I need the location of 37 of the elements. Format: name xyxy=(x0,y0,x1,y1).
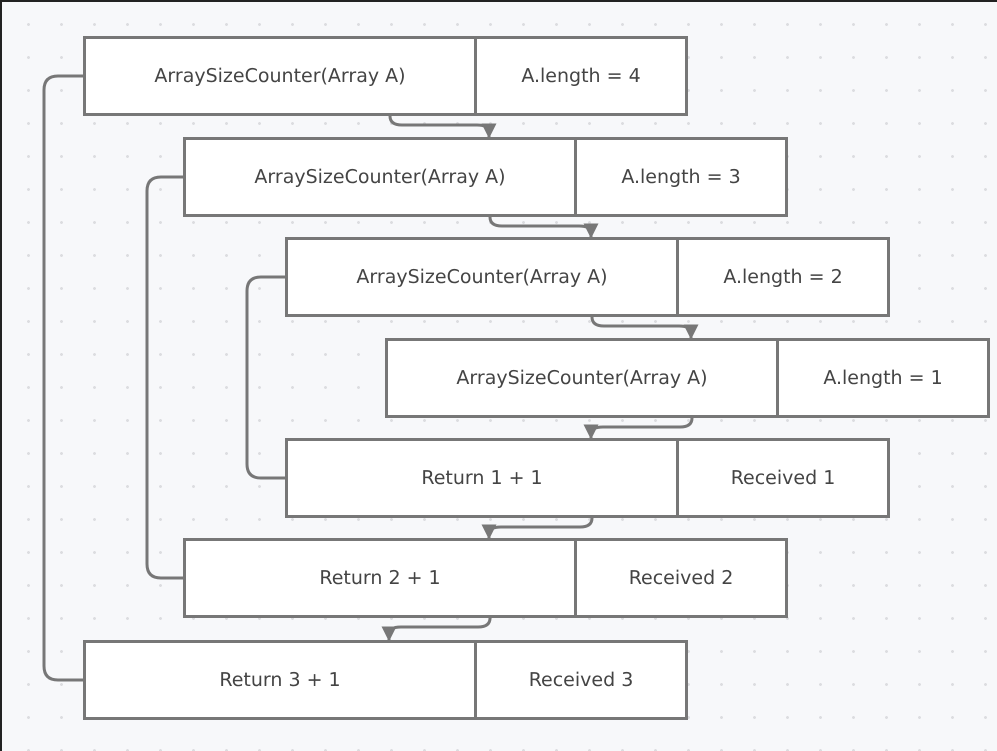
box-label: Received 1 xyxy=(730,467,836,489)
box-label: ArraySizeCounter(Array A) xyxy=(154,65,406,87)
call-box xyxy=(385,338,779,418)
box-label: Return 1 + 1 xyxy=(421,467,543,489)
call-box xyxy=(285,438,679,518)
value-box xyxy=(676,438,890,518)
value-box xyxy=(776,338,990,418)
call-box xyxy=(183,538,577,618)
box-label: A.length = 1 xyxy=(823,367,943,389)
box-label: Return 2 + 1 xyxy=(319,567,441,589)
bracket-connector xyxy=(146,176,183,580)
call-box xyxy=(183,137,577,217)
bracket-connector xyxy=(246,276,285,480)
box-label: Received 3 xyxy=(528,669,634,691)
box-label: A.length = 4 xyxy=(521,65,641,87)
box-label: A.length = 2 xyxy=(723,266,843,288)
arrow xyxy=(590,316,698,340)
value-box xyxy=(574,137,788,217)
call-box xyxy=(83,36,477,116)
box-label: ArraySizeCounter(Array A) xyxy=(456,367,708,389)
box-label: A.length = 3 xyxy=(621,166,741,188)
bracket-connector xyxy=(42,74,83,682)
box-label: Received 2 xyxy=(628,567,734,589)
box-label: Return 3 + 1 xyxy=(219,669,341,691)
value-box xyxy=(474,640,688,720)
box-label: ArraySizeCounter(Array A) xyxy=(356,266,608,288)
value-box xyxy=(676,237,890,317)
arrow xyxy=(482,518,594,540)
box-label: ArraySizeCounter(Array A) xyxy=(254,166,506,188)
call-box xyxy=(285,237,679,317)
arrow xyxy=(584,418,694,440)
value-box xyxy=(574,538,788,618)
arrow xyxy=(388,116,496,138)
value-box xyxy=(474,36,688,116)
arrow xyxy=(488,216,598,238)
call-box xyxy=(83,640,477,720)
arrow xyxy=(382,618,492,642)
